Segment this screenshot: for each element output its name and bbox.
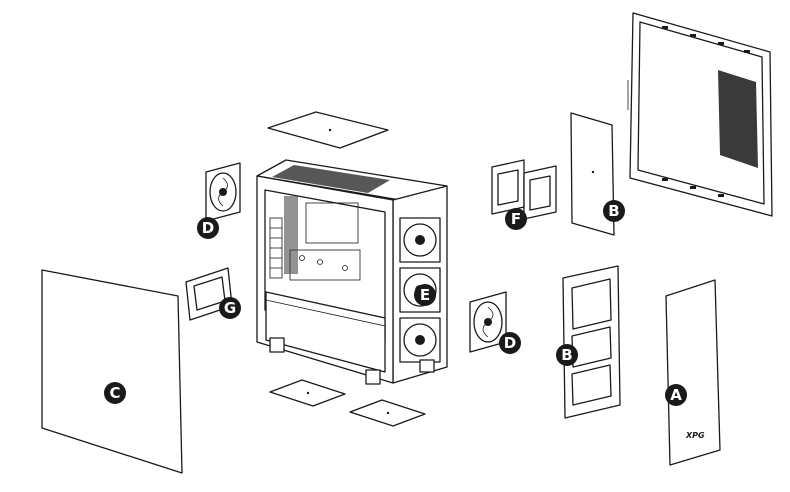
- glass-side-panel: [41, 269, 183, 474]
- front-dust-filter: [562, 265, 621, 419]
- callout-c-label: C: [109, 384, 120, 402]
- callout-b-filter-label: B: [561, 346, 572, 364]
- callout-f: F: [505, 208, 527, 230]
- callout-g: G: [219, 297, 241, 319]
- callout-d-right: D: [499, 332, 521, 354]
- front-panel-brand-logo: XPG: [685, 431, 705, 440]
- callout-b-top-label: B: [608, 202, 619, 220]
- callout-g-label: G: [224, 299, 236, 317]
- bottom-dust-filter-left: [269, 379, 346, 407]
- front-panel: XPG: [665, 279, 721, 466]
- callout-d-left: D: [197, 217, 219, 239]
- callout-b-filter: B: [556, 344, 578, 366]
- cover-panel: [570, 112, 615, 236]
- bottom-dust-filter-right: [349, 399, 426, 427]
- right-side-panel: [627, 12, 773, 217]
- callout-b-top: B: [603, 200, 625, 222]
- callout-d-left-label: D: [202, 219, 214, 237]
- callout-a-label: A: [670, 386, 682, 404]
- callout-e-label: E: [420, 286, 430, 304]
- callout-d-right-label: D: [504, 334, 516, 352]
- callout-c: C: [104, 382, 126, 404]
- fan-left: [205, 162, 241, 222]
- fan-brackets: [491, 159, 557, 220]
- callout-f-label: F: [511, 210, 521, 228]
- chassis: [256, 159, 448, 385]
- top-dust-filter: [267, 111, 389, 149]
- callout-a: A: [665, 384, 687, 406]
- callout-e: E: [414, 284, 436, 306]
